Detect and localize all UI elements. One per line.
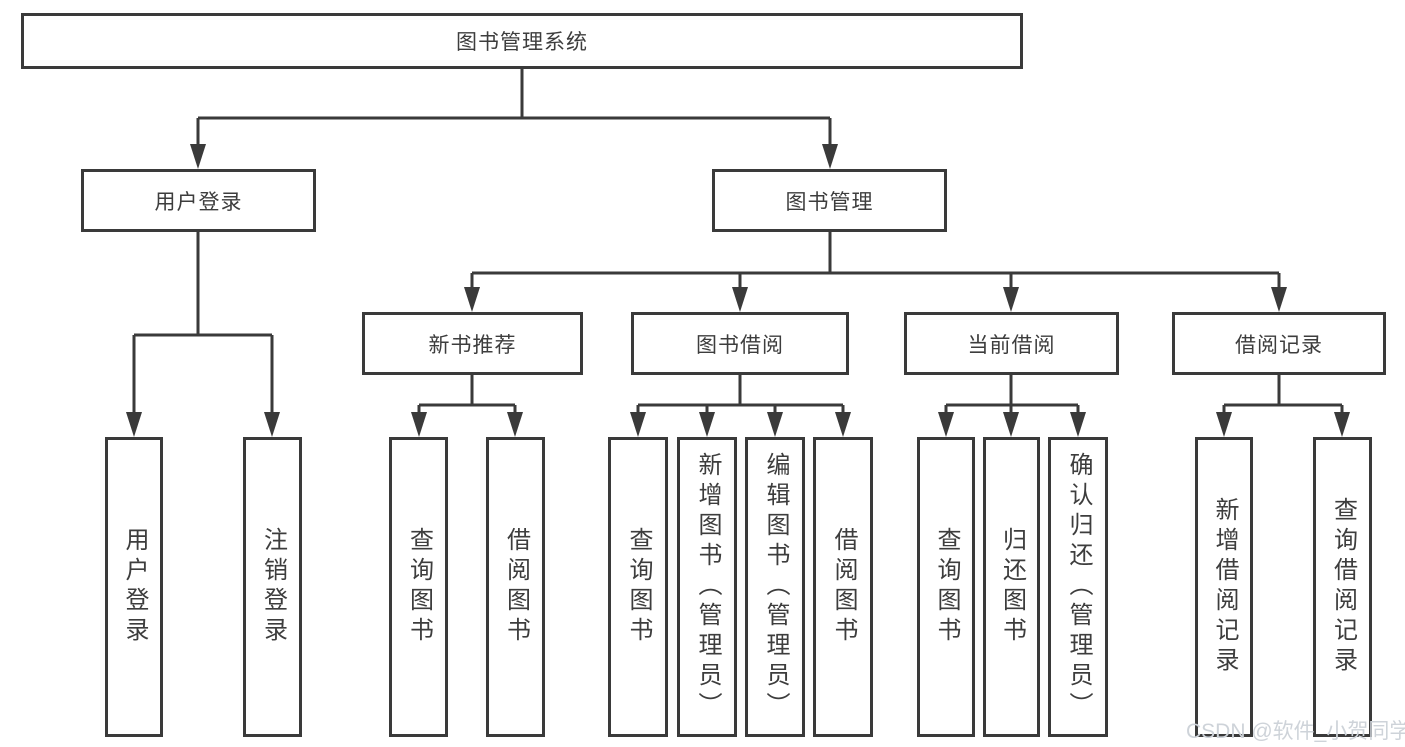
leaf-confirm-return-admin: 确认归还（管理员）	[1048, 437, 1108, 737]
node-book-management: 图书管理	[712, 169, 947, 232]
leaf-return-book: 归还图书	[983, 437, 1040, 737]
node-library-system: 图书管理系统	[21, 13, 1023, 69]
node-label: 确认归还（管理员）	[1065, 452, 1092, 722]
csdn-watermark: CSDN @软件_小贺同学	[1186, 720, 1405, 743]
arrowhead	[699, 412, 715, 437]
connector-userlogin-to-children	[126, 232, 280, 437]
node-new-book-recommend: 新书推荐	[362, 312, 583, 375]
node-label: 借阅记录	[1235, 333, 1323, 357]
arrowhead	[507, 412, 523, 437]
node-label: 注销登录	[259, 527, 287, 647]
arrowhead	[835, 412, 851, 437]
node-label: 查询图书	[625, 527, 652, 647]
node-label: 编辑图书（管理员）	[762, 452, 789, 722]
arrowhead	[126, 412, 142, 437]
arrowhead	[1334, 412, 1350, 437]
arrowhead	[264, 412, 280, 437]
arrowhead	[767, 412, 783, 437]
arrowhead	[1271, 287, 1287, 312]
node-label: 用户登录	[121, 527, 148, 647]
arrowhead	[190, 144, 206, 169]
arrowhead	[822, 144, 838, 169]
arrowhead	[464, 287, 480, 312]
leaf-edit-book-admin: 编辑图书（管理员）	[745, 437, 805, 737]
leaf-borrow-books: 借阅图书	[813, 437, 873, 737]
arrowhead	[1216, 412, 1232, 437]
arrowhead	[1070, 412, 1086, 437]
node-label: 归还图书	[998, 527, 1026, 647]
node-label: 查询图书	[933, 527, 960, 647]
node-label: 新书推荐	[428, 333, 517, 357]
leaf-query-books-borrow: 查询图书	[608, 437, 668, 737]
leaf-query-books-recommend: 查询图书	[389, 437, 448, 737]
node-label: 借阅图书	[502, 527, 530, 647]
node-label: 当前借阅	[967, 333, 1056, 357]
leaf-query-borrow-record: 查询借阅记录	[1313, 437, 1372, 737]
arrowhead	[1003, 412, 1019, 437]
leaf-query-books-current: 查询图书	[917, 437, 975, 737]
arrowhead	[411, 412, 427, 437]
arrowhead	[630, 412, 646, 437]
connector-borrow-to-children	[630, 375, 851, 437]
node-user-login: 用户登录	[81, 169, 316, 232]
node-label: 新增图书（管理员）	[694, 452, 721, 722]
leaf-user-login: 用户登录	[105, 437, 163, 737]
arrowhead	[1003, 287, 1019, 312]
arrowhead	[732, 287, 748, 312]
arrowhead	[938, 412, 954, 437]
node-label: 查询借阅记录	[1329, 497, 1357, 677]
connector-root-to-level2	[190, 69, 838, 169]
connector-bookmgmt-to-sections	[464, 232, 1287, 312]
leaf-borrow-books-recommend: 借阅图书	[486, 437, 545, 737]
node-book-borrow: 图书借阅	[631, 312, 849, 375]
connector-recommend-to-children	[411, 375, 523, 437]
node-current-borrow: 当前借阅	[904, 312, 1119, 375]
node-label: 图书管理	[785, 190, 874, 214]
node-label: 用户登录	[154, 190, 243, 214]
connector-records-to-children	[1216, 375, 1350, 437]
node-borrow-records: 借阅记录	[1172, 312, 1386, 375]
leaf-add-book-admin: 新增图书（管理员）	[677, 437, 737, 737]
leaf-logout: 注销登录	[243, 437, 302, 737]
node-label: 图书管理系统	[456, 31, 588, 54]
leaf-add-borrow-record: 新增借阅记录	[1195, 437, 1253, 737]
node-label: 图书借阅	[696, 333, 784, 357]
node-label: 查询图书	[405, 527, 433, 647]
connector-current-to-children	[938, 375, 1086, 437]
node-label: 借阅图书	[830, 527, 857, 647]
node-label: 新增借阅记录	[1211, 497, 1238, 677]
